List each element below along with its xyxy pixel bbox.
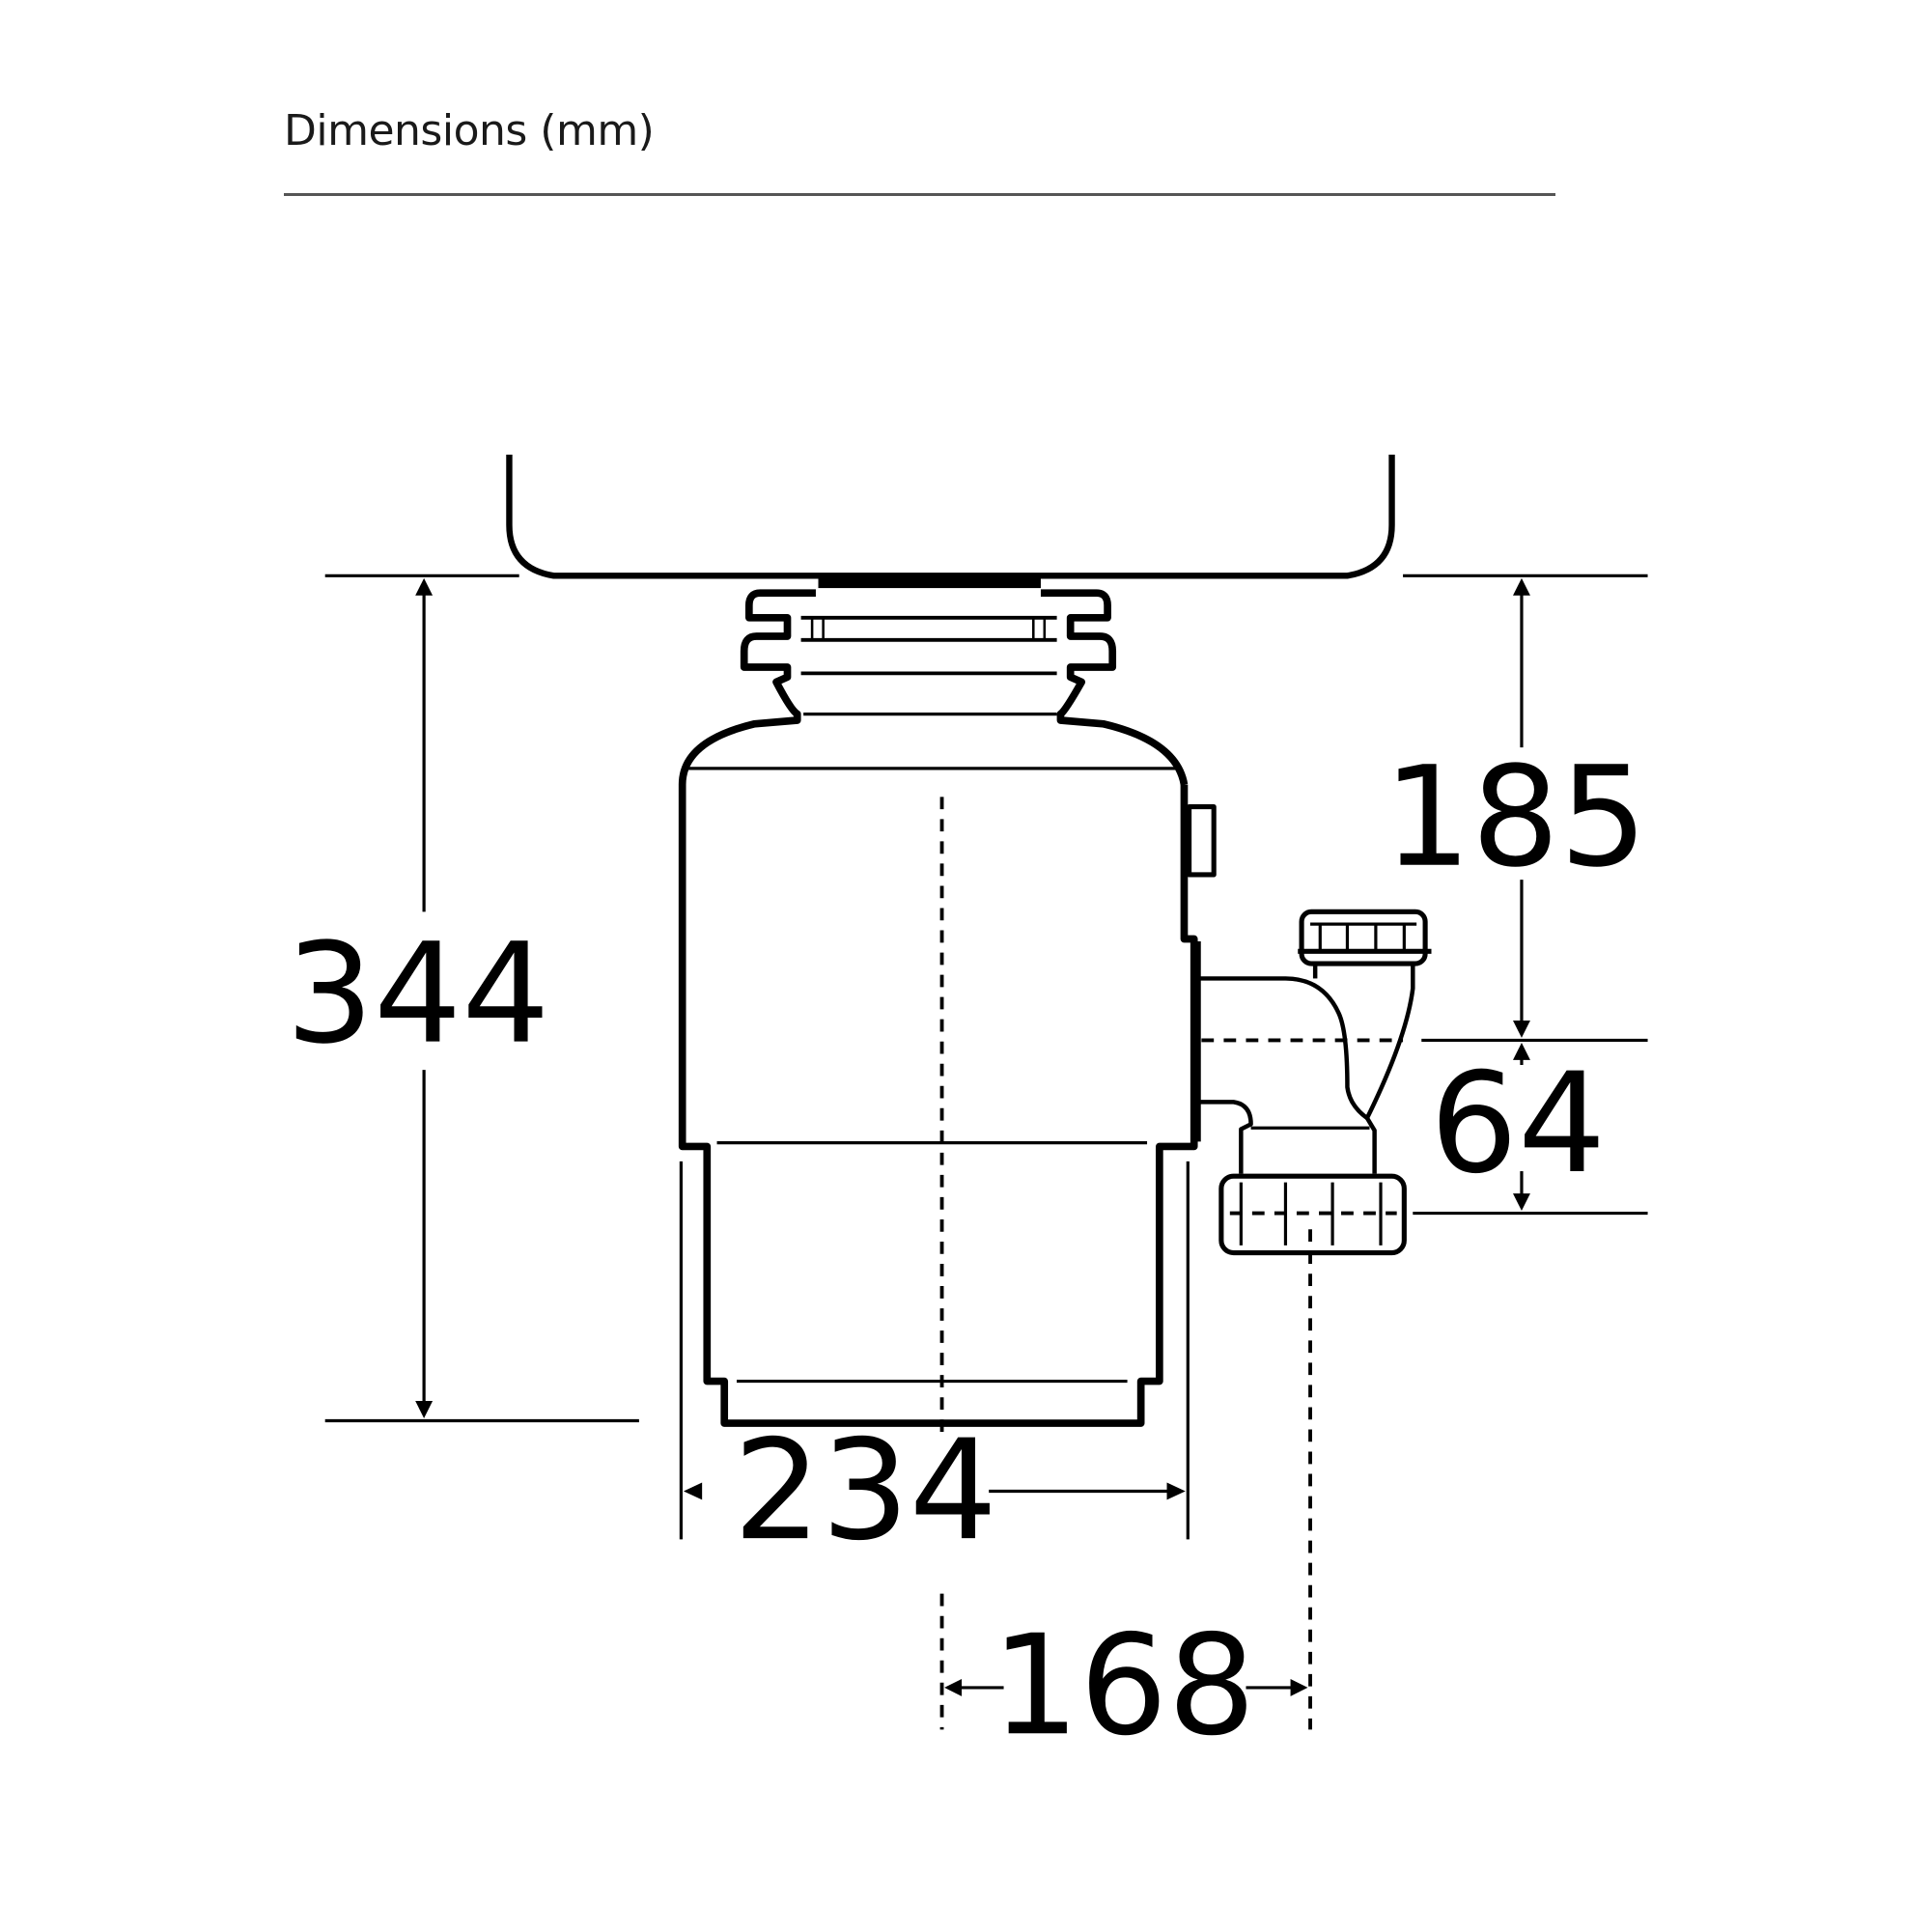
outlet-pipe — [1198, 976, 1369, 1120]
dim-value-64: 64 — [1430, 1043, 1606, 1204]
disposer-body — [678, 784, 1198, 1427]
sink-flange — [818, 576, 1041, 589]
sink-basin — [506, 454, 1395, 579]
switch-box — [1187, 804, 1217, 878]
arrowheads — [415, 577, 1530, 1696]
mount-ring-left — [678, 589, 816, 785]
dim-value-234: 234 — [733, 1410, 997, 1571]
trap-upper-nut — [1299, 909, 1428, 966]
mount-ring-right — [1040, 589, 1189, 786]
title-divider — [284, 193, 1555, 196]
trap-lower-nut — [1218, 1173, 1407, 1256]
dim-value-185: 185 — [1384, 737, 1648, 898]
dim-value-344: 344 — [286, 913, 550, 1075]
page-title: Dimensions (mm) — [284, 106, 655, 155]
dim-value-168: 168 — [992, 1605, 1256, 1766]
